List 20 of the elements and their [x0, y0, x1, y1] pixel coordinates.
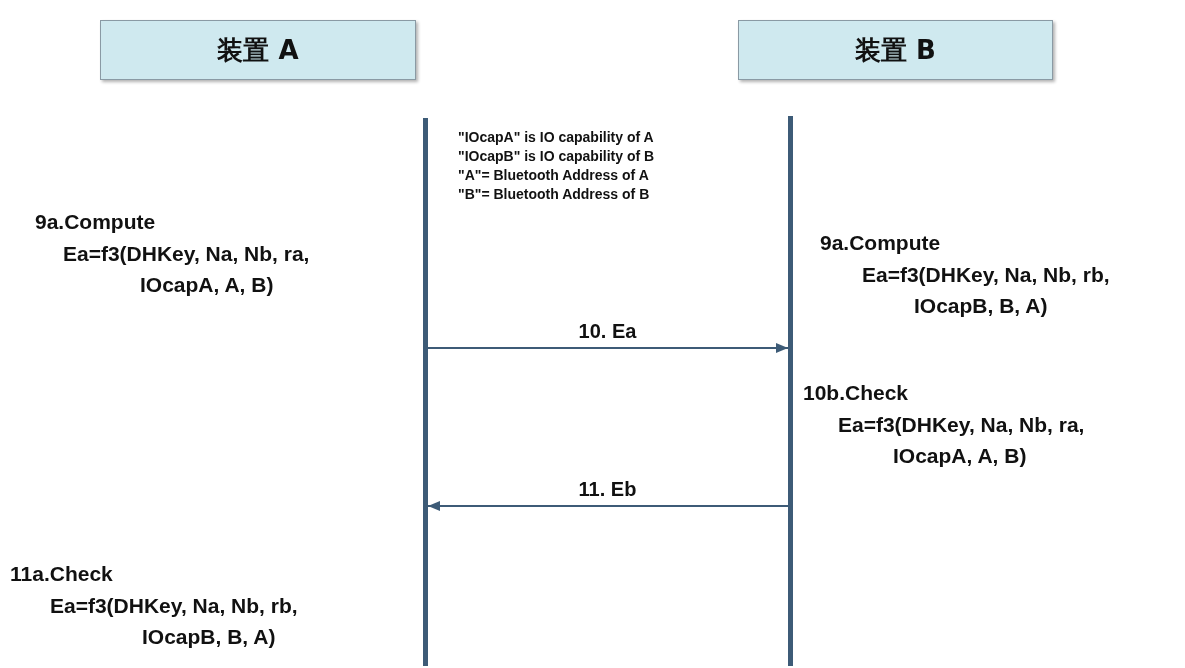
formula-text: Ea=f3(DHKey, Na, Nb, rb, IOcapB, B, A): [862, 262, 1111, 319]
edge-label: 10. Ea: [577, 319, 638, 344]
device-header-box: 装置 B: [738, 20, 1053, 80]
step-heading: 11a.Check: [10, 561, 113, 587]
step-heading: 9a.Compute: [35, 209, 156, 235]
message-arrow: [427, 501, 789, 511]
note-text: "A"= Bluetooth Address of A: [458, 166, 650, 185]
edge-label: 11. Eb: [577, 477, 638, 502]
formula-text: Ea=f3(DHKey, Na, Nb, ra, IOcapA, A, B): [63, 241, 311, 298]
note-text: "IOcapB" is IO capability of B: [458, 147, 655, 166]
message-arrow: [427, 343, 789, 353]
step-heading: 10b.Check: [803, 380, 909, 406]
formula-text: Ea=f3(DHKey, Na, Nb, rb, IOcapB, B, A): [50, 593, 299, 650]
formula-text: Ea=f3(DHKey, Na, Nb, ra, IOcapA, A, B): [838, 412, 1086, 469]
lifeline: [788, 116, 793, 666]
device-header-box: 装置 A: [100, 20, 416, 80]
step-heading: 9a.Compute: [820, 230, 941, 256]
note-text: "B"= Bluetooth Address of B: [458, 185, 651, 204]
note-text: "IOcapA" is IO capability of A: [458, 128, 655, 147]
lifeline: [423, 118, 428, 666]
